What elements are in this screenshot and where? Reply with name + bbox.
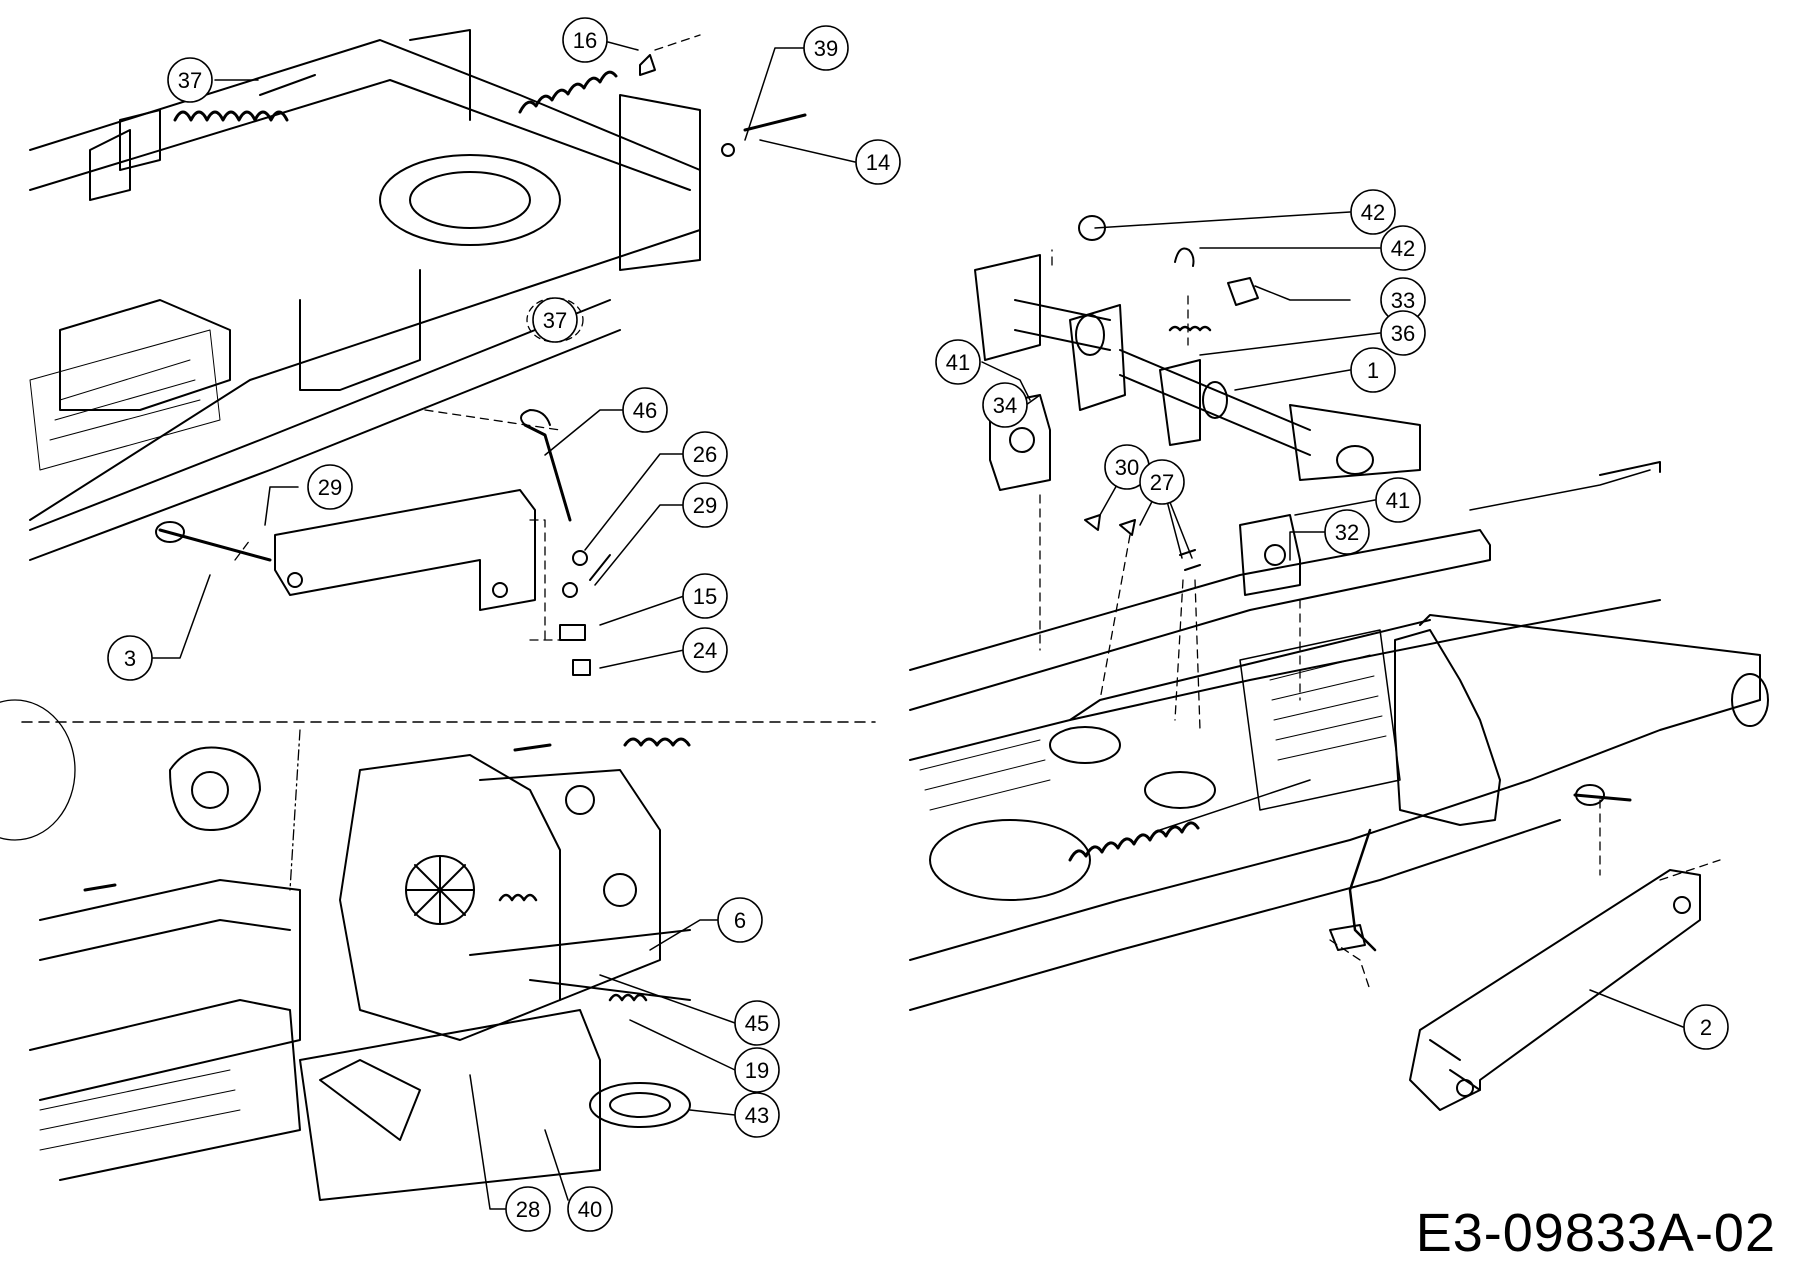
callout-label: 26 (693, 442, 717, 467)
callout-bubble (682, 573, 728, 619)
callout-bubble (935, 339, 981, 385)
callout-bubble (167, 57, 213, 103)
callout-label: 30 (1115, 455, 1139, 480)
callout-label: 3 (124, 646, 136, 671)
callout-label: 46 (633, 398, 657, 423)
callout-label: 37 (178, 68, 202, 93)
callout-label: 42 (1391, 236, 1415, 261)
callout-bubble (717, 897, 763, 943)
transaxle-assembly-bottom-left (0, 699, 691, 1201)
callout-bubble (734, 1047, 780, 1093)
callout-label: 41 (1386, 488, 1410, 513)
callout-bubble (803, 25, 849, 71)
callout-label: 39 (814, 36, 838, 61)
callout-label: 2 (1700, 1015, 1712, 1040)
callout-bubble (1683, 1004, 1729, 1050)
frame-assembly-right (909, 529, 1769, 1111)
callout-bubble (1324, 509, 1370, 555)
callout-label: 6 (734, 908, 746, 933)
callout-bubble (505, 1186, 551, 1232)
callout-label: 27 (1150, 470, 1174, 495)
callout-bubble (532, 297, 578, 343)
callout-bubble (682, 627, 728, 673)
callout-label: 15 (693, 584, 717, 609)
shaft-assembly-top-right (974, 215, 1661, 731)
callout-bubble (107, 635, 153, 681)
callout-label: 37 (543, 308, 567, 333)
callout-label: 28 (516, 1197, 540, 1222)
callout-bubble (1380, 310, 1426, 356)
callout-label: 33 (1391, 288, 1415, 313)
callout-bubble (855, 139, 901, 185)
callout-bubble (982, 382, 1028, 428)
callout-label: 29 (318, 475, 342, 500)
callout-bubble (567, 1186, 613, 1232)
frame-assembly-top-left (29, 29, 807, 676)
callout-label: 29 (693, 493, 717, 518)
callout-bubble (682, 431, 728, 477)
callout-leaders (151, 41, 1684, 1210)
diagram-code: E3-09833A-02 (1415, 1203, 1776, 1263)
callout-label: 40 (578, 1197, 602, 1222)
callout-label: 1 (1367, 358, 1379, 383)
callout-bubble (734, 1000, 780, 1046)
callout-bubble (622, 387, 668, 433)
callout-bubble (734, 1092, 780, 1138)
callout-label: 16 (573, 28, 597, 53)
callout-label: 19 (745, 1058, 769, 1083)
callout-bubble (1139, 459, 1185, 505)
callout-bubble (1350, 189, 1396, 235)
callout-bubble (682, 482, 728, 528)
callout-bubble (307, 464, 353, 510)
callout-label: 45 (745, 1011, 769, 1036)
callout-label: 24 (693, 638, 717, 663)
callout-label: 14 (866, 150, 890, 175)
callout-label: 42 (1361, 200, 1385, 225)
callout-label: 43 (745, 1103, 769, 1128)
callout-label: 36 (1391, 321, 1415, 346)
callout-label: 41 (946, 350, 970, 375)
callout-bubble (1380, 225, 1426, 271)
callout-label: 34 (993, 393, 1017, 418)
callout-bubble (562, 17, 608, 63)
callout-bubble (1350, 347, 1396, 393)
callout-bubble (1375, 477, 1421, 523)
callout-label: 32 (1335, 520, 1359, 545)
